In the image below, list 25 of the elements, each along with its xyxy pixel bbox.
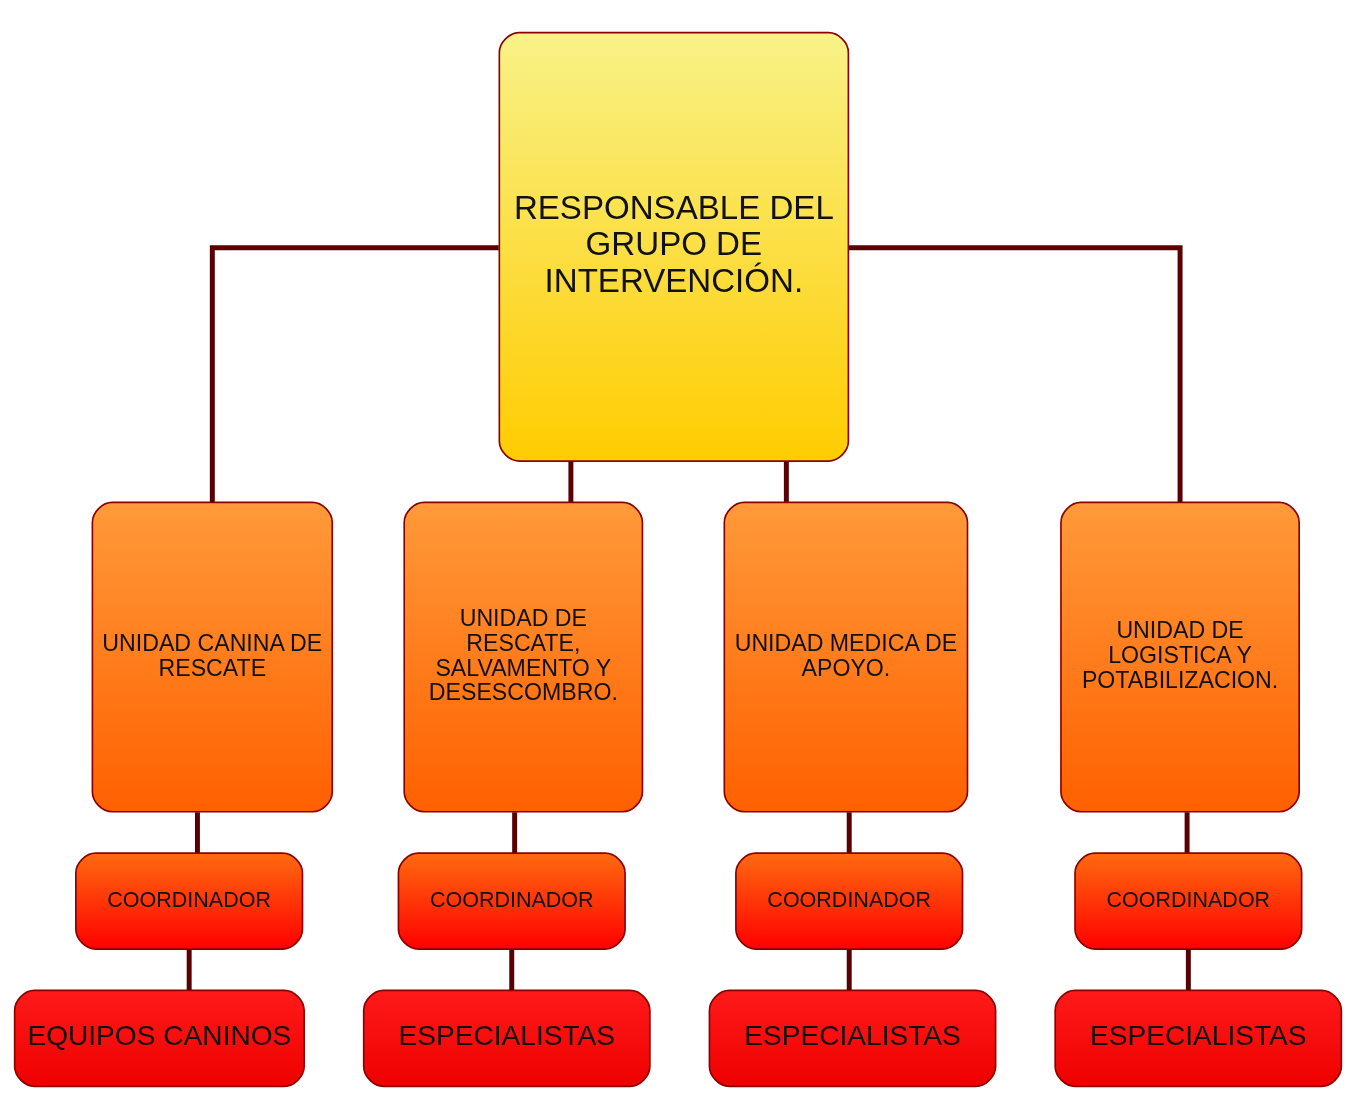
connector xyxy=(194,812,200,853)
node-box: UNIDAD DE RESCATE, SALVAMENTO Y DESESCOMBRO. xyxy=(403,501,644,813)
node-box: COORDINADOR xyxy=(1074,852,1303,950)
connector xyxy=(783,461,789,502)
node-box: ESPECIALISTAS xyxy=(362,989,651,1088)
node-box: EQUIPOS CANINOS xyxy=(13,989,305,1088)
connector xyxy=(186,949,192,991)
connector xyxy=(1184,812,1190,853)
connector xyxy=(509,949,515,991)
connector xyxy=(512,812,518,853)
node-box: COORDINADOR xyxy=(735,852,964,950)
connector xyxy=(848,245,1183,503)
connector xyxy=(568,461,574,502)
node-box: UNIDAD CANINA DE RESCATE xyxy=(91,501,334,813)
node-box: COORDINADOR xyxy=(75,852,304,950)
connector xyxy=(1185,949,1191,991)
connector xyxy=(209,245,499,503)
node-box: ESPECIALISTAS xyxy=(1054,989,1343,1088)
node-box: UNIDAD DE LOGISTICA Y POTABILIZACION. xyxy=(1060,501,1300,813)
connector xyxy=(846,949,852,991)
node-box: ESPECIALISTAS xyxy=(708,989,997,1088)
node-box: COORDINADOR xyxy=(397,852,626,950)
node-box: RESPONSABLE DEL GRUPO DE INTERVENCIÓN. xyxy=(498,31,850,462)
node-box: UNIDAD MEDICA DE APOYO. xyxy=(723,501,969,813)
connector xyxy=(846,812,852,853)
